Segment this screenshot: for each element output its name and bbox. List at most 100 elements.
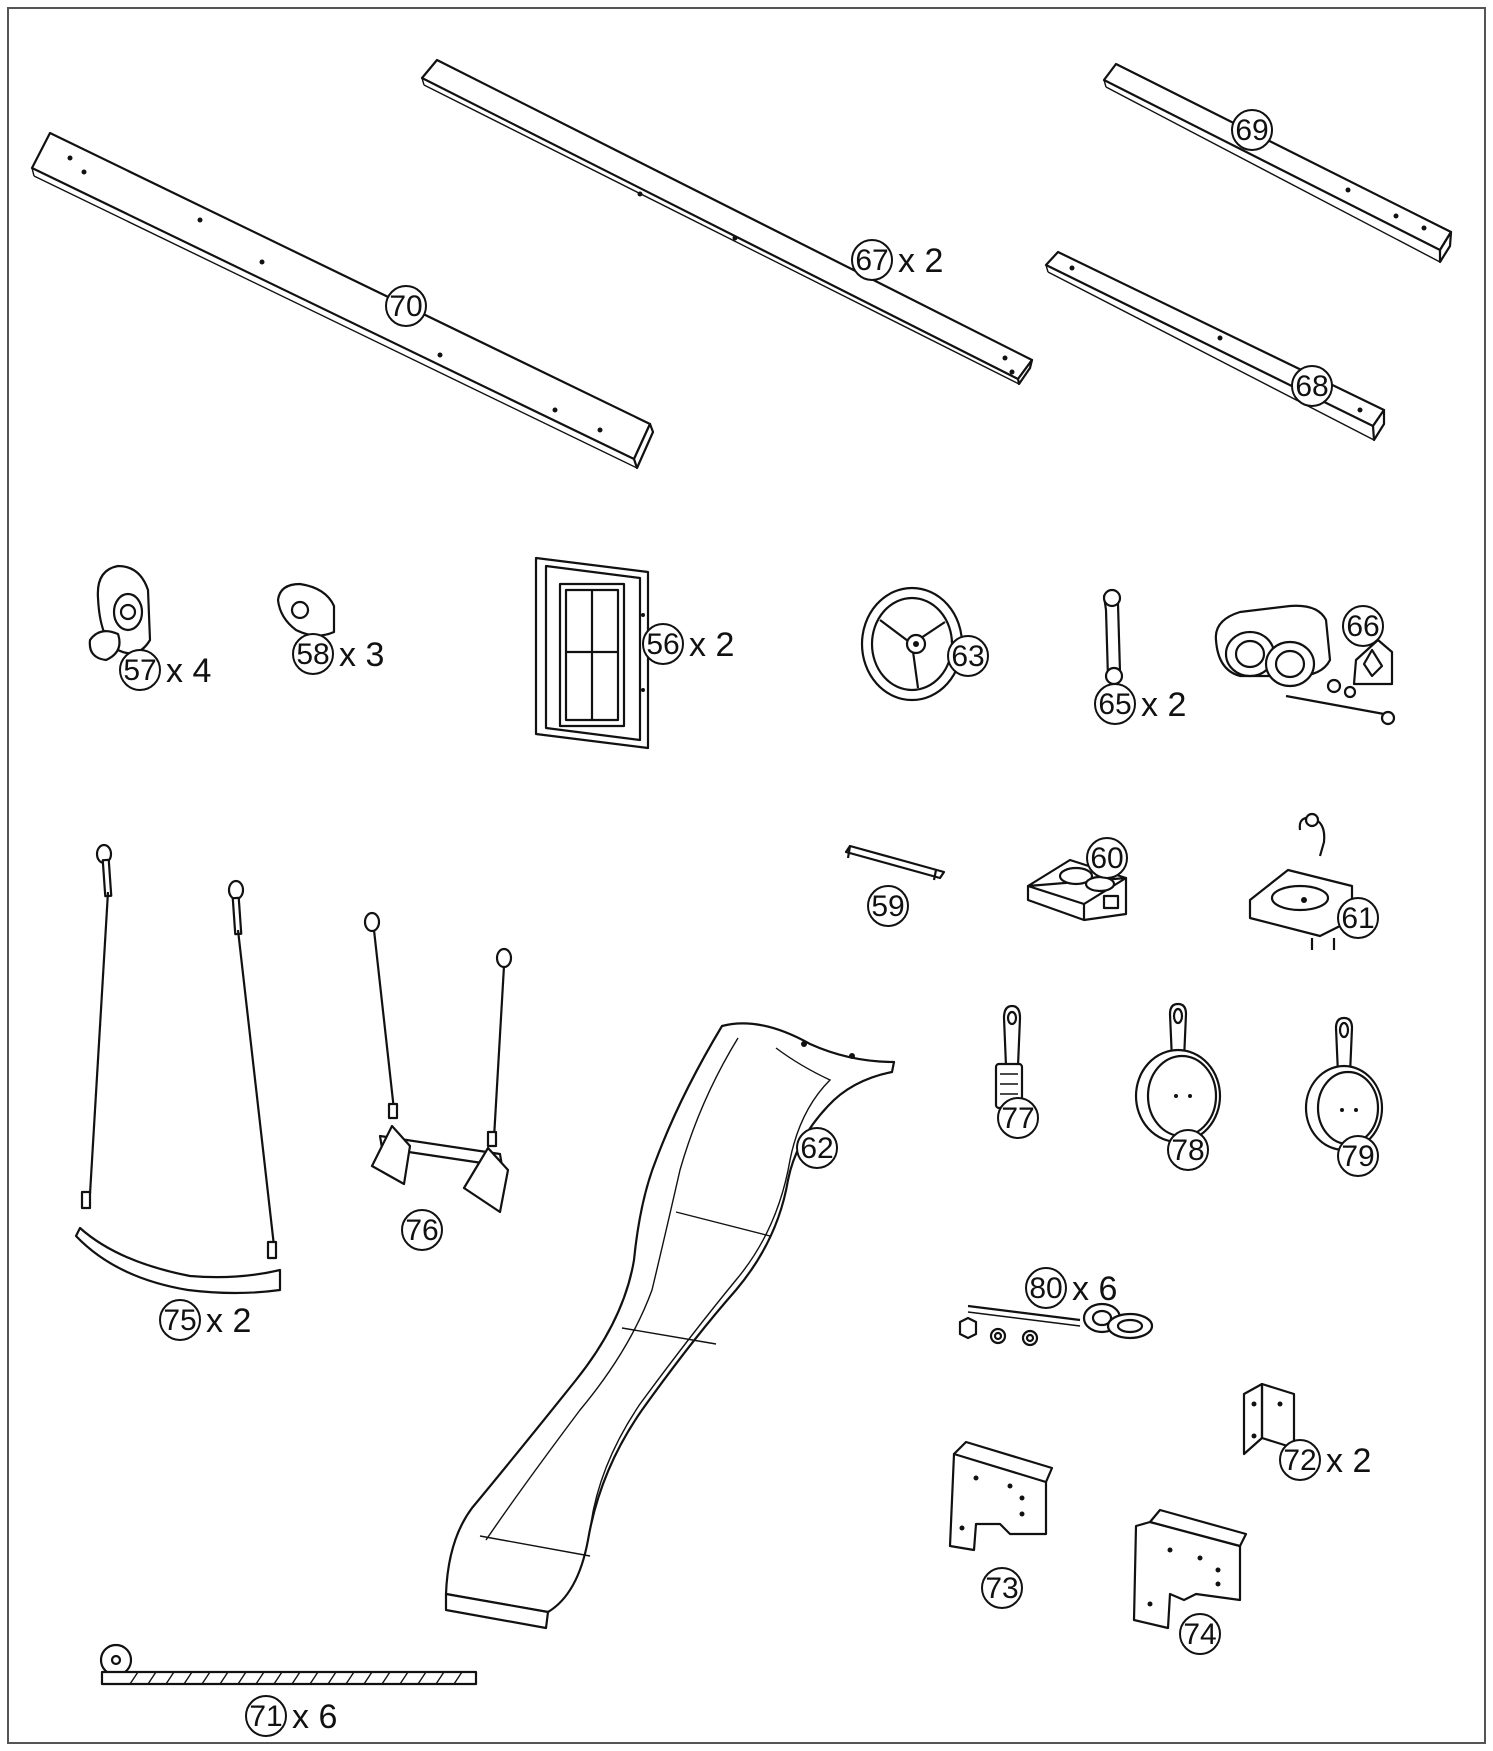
callout-circle	[1231, 109, 1273, 151]
callout-circle	[1025, 1267, 1067, 1309]
callout-76: 76	[401, 1209, 443, 1251]
saucepan-79	[1304, 1016, 1384, 1152]
part-number: 57	[123, 654, 156, 687]
part-quantity: x 2	[689, 626, 734, 664]
handle-grip-57	[88, 564, 152, 662]
callout-circle	[1291, 365, 1333, 407]
part-number: 62	[800, 1132, 833, 1165]
beam-69	[1102, 62, 1453, 264]
callout-71: 71 x 6	[245, 1695, 337, 1737]
part-number: 80	[1029, 1272, 1062, 1305]
callout-60: 60	[1086, 837, 1128, 879]
beam-68	[1044, 250, 1386, 442]
part-number: 79	[1341, 1140, 1374, 1173]
trapeze-76	[363, 911, 513, 1214]
part-number: 67	[855, 244, 888, 277]
part-quantity: x 2	[898, 242, 943, 280]
callout-57: 57 x 4	[119, 649, 211, 691]
callout-73: 73	[981, 1567, 1023, 1609]
part-quantity: x 2	[1326, 1442, 1371, 1480]
slide-62	[444, 1022, 896, 1630]
part-number: 70	[389, 290, 422, 323]
callout-circle	[997, 1097, 1039, 1139]
part-number: 66	[1346, 610, 1379, 643]
callouts: 70 67 x 2 69 68 57 x 4 58 x 3 56 x 2 63 65 x 2 66 59 60 6…	[119, 109, 1384, 1737]
part-number: 75	[163, 1304, 196, 1337]
callout-56: 56 x 2	[642, 623, 734, 665]
callout-62: 62	[796, 1127, 838, 1169]
part-number: 71	[249, 1700, 282, 1733]
callout-circle	[159, 1299, 201, 1341]
steering-wheel-63	[860, 586, 964, 702]
hand-grip-58	[276, 582, 336, 637]
callout-circle	[947, 635, 989, 677]
callout-63: 63	[947, 635, 989, 677]
sink-61	[1248, 812, 1354, 950]
part-quantity: x 2	[1141, 686, 1186, 724]
binoculars-66	[1214, 604, 1396, 726]
part-number: 76	[405, 1214, 438, 1247]
part-quantity: x 6	[292, 1698, 337, 1736]
callout-59: 59	[867, 885, 909, 927]
callout-circle	[1086, 837, 1128, 879]
callout-circle	[981, 1567, 1023, 1609]
part-number: 61	[1341, 902, 1374, 935]
callout-circle	[867, 885, 909, 927]
callout-circle	[1337, 1135, 1379, 1177]
threaded-rod-71	[99, 1643, 478, 1686]
callout-79: 79	[1337, 1135, 1379, 1177]
callout-circle	[1179, 1613, 1221, 1655]
part-number: 58	[296, 638, 329, 671]
callout-69: 69	[1231, 109, 1273, 151]
callout-circle	[385, 285, 427, 327]
callout-circle	[401, 1209, 443, 1251]
spatula-77	[994, 1004, 1024, 1110]
page-frame	[7, 7, 1486, 1744]
callout-circle	[119, 649, 161, 691]
callout-68: 68	[1291, 365, 1333, 407]
part-number: 60	[1090, 842, 1123, 875]
callout-72: 72 x 2	[1279, 1439, 1371, 1481]
eye-bolt-80	[958, 1302, 1154, 1347]
callout-78: 78	[1167, 1129, 1209, 1171]
callout-80: 80 x 6	[1025, 1267, 1117, 1309]
callout-circle	[796, 1127, 838, 1169]
handle-65	[1102, 588, 1124, 686]
window-56	[534, 556, 650, 750]
callout-circle	[1279, 1439, 1321, 1481]
callout-circle	[1094, 683, 1136, 725]
callout-58: 58 x 3	[292, 633, 384, 675]
part-number: 68	[1295, 370, 1328, 403]
part-number: 65	[1098, 688, 1131, 721]
callout-circle	[642, 623, 684, 665]
callout-66: 66	[1342, 605, 1384, 647]
bracket-74	[1132, 1508, 1248, 1630]
strip-59	[844, 844, 946, 881]
beam-70	[30, 131, 655, 470]
belt-swing-75	[74, 843, 282, 1295]
callout-circle	[1337, 897, 1379, 939]
part-number: 77	[1001, 1102, 1034, 1135]
callout-77: 77	[997, 1097, 1039, 1139]
beam-67	[420, 58, 1034, 386]
callout-circle	[851, 239, 893, 281]
callout-74: 74	[1179, 1613, 1221, 1655]
part-number: 69	[1235, 114, 1268, 147]
part-quantity: x 2	[206, 1302, 251, 1340]
part-quantity: x 6	[1072, 1270, 1117, 1308]
frying-pan-78	[1134, 1002, 1222, 1144]
callout-circle	[292, 633, 334, 675]
bracket-72	[1242, 1382, 1296, 1456]
part-quantity: x 3	[339, 636, 384, 674]
part-number: 74	[1183, 1618, 1216, 1651]
part-quantity: x 4	[166, 652, 211, 690]
part-number: 56	[646, 628, 679, 661]
callout-70: 70	[385, 285, 427, 327]
callout-circle	[245, 1695, 287, 1737]
part-number: 72	[1283, 1444, 1316, 1477]
part-number: 63	[951, 640, 984, 673]
bracket-73	[948, 1440, 1054, 1552]
callout-65: 65 x 2	[1094, 683, 1186, 725]
callout-67: 67 x 2	[851, 239, 943, 281]
